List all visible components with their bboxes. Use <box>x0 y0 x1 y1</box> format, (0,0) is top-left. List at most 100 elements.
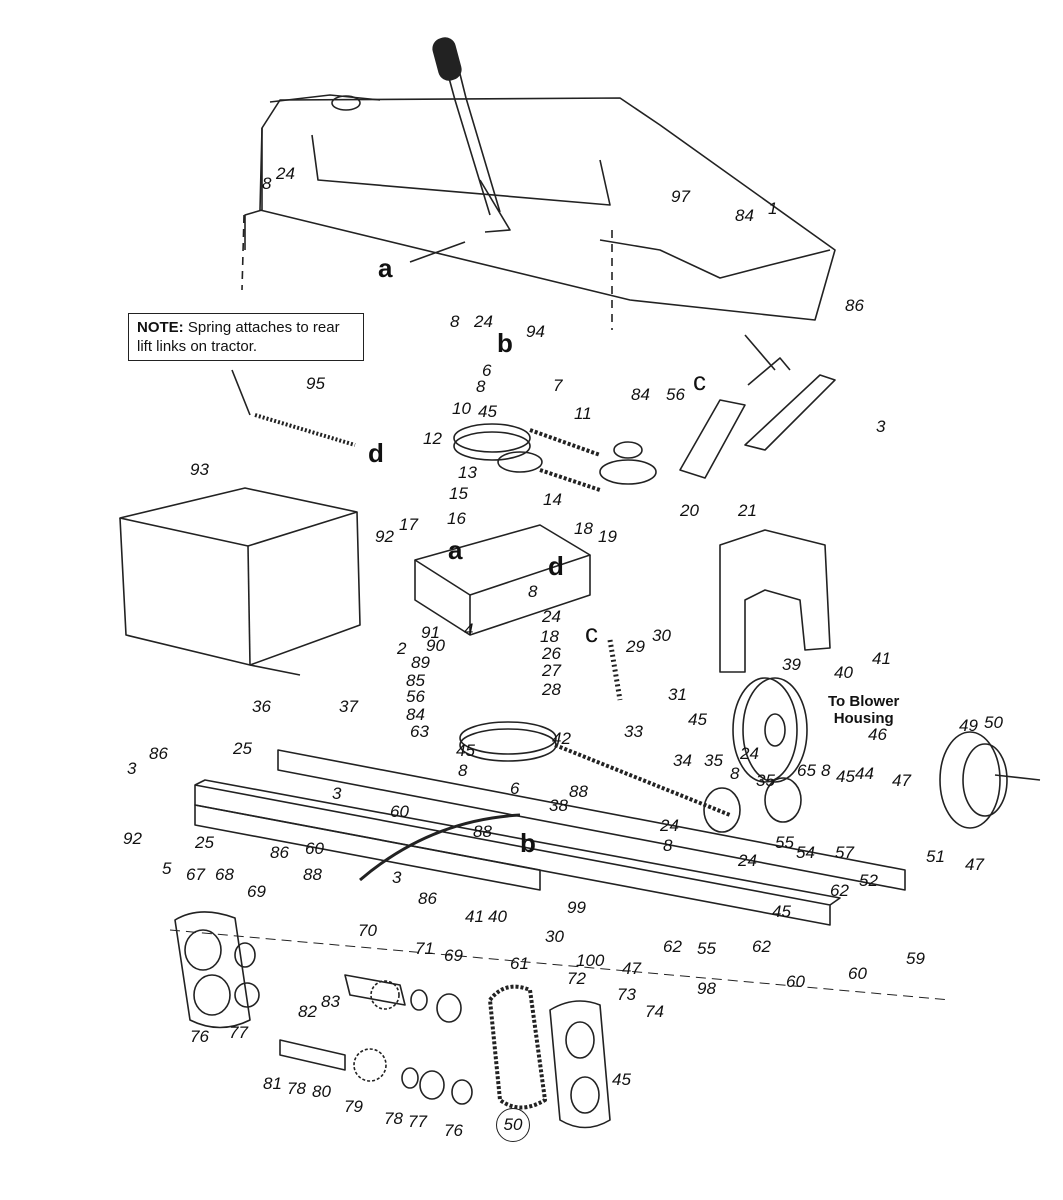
part-label: 31 <box>668 685 687 704</box>
part-label: 77 <box>229 1023 248 1042</box>
note-heading: NOTE: <box>137 319 184 336</box>
part-label: 69 <box>247 882 266 901</box>
part-label: 40 <box>488 907 507 926</box>
part-label: 12 <box>423 429 442 448</box>
part-label: 81 <box>263 1074 282 1093</box>
part-label: 18 <box>574 519 593 538</box>
part-label: 73 <box>617 985 636 1004</box>
part-label: 74 <box>645 1002 664 1021</box>
part-label: 45 <box>772 902 791 921</box>
gearbox-49 <box>939 731 1041 829</box>
part-label: 60 <box>390 802 409 821</box>
part-label: 13 <box>458 463 477 482</box>
part-label: 79 <box>344 1097 363 1116</box>
part-label: 8 <box>663 836 673 855</box>
part-label: 8 <box>476 377 486 396</box>
part-label: 26 <box>542 644 561 663</box>
part-label: 8 <box>730 764 740 783</box>
part-label: 17 <box>399 515 418 534</box>
part-label: 71 <box>415 939 434 958</box>
lift-rod <box>409 241 466 263</box>
part-label: 84 <box>735 206 754 225</box>
ref-letter: d <box>368 438 384 468</box>
drive-pulley <box>732 677 808 783</box>
callout-line2: Housing <box>833 710 894 727</box>
part-label: 45 <box>836 767 855 786</box>
part-label: 84 <box>631 385 650 404</box>
part-label: 65 <box>797 761 816 780</box>
part-label: 5 <box>162 859 172 878</box>
ref-letter: a <box>378 253 393 283</box>
part-label: 62 <box>752 937 771 956</box>
part-label: 76 <box>190 1027 209 1046</box>
part-label: 39 <box>782 655 801 674</box>
part-label: 41 <box>872 649 891 668</box>
part-label: 3 <box>392 868 402 887</box>
part-label: 24 <box>542 607 561 626</box>
part-label: 56 <box>666 385 685 404</box>
part-label: 91 <box>421 623 440 642</box>
part-label: 8 <box>262 174 272 193</box>
part-label: 77 <box>408 1112 427 1131</box>
note-text: Spring attaches to rear lift links on tr… <box>137 319 340 355</box>
part-label: 14 <box>543 490 562 509</box>
part-label: 59 <box>906 949 925 968</box>
part-label: 30 <box>545 927 564 946</box>
part-label: 3 <box>127 759 137 778</box>
spring-29 <box>607 639 623 701</box>
page-number: 50 <box>496 1108 530 1142</box>
part-label: 36 <box>252 697 271 716</box>
part-label: 84 <box>406 705 425 724</box>
spring-95 <box>231 369 356 447</box>
part-label: 7 <box>553 376 563 395</box>
part-label: 56 <box>406 687 425 706</box>
part-label: 92 <box>123 829 142 848</box>
idler-pulley-right <box>764 777 802 823</box>
part-label: 55 <box>697 939 716 958</box>
part-label: 45 <box>478 402 497 421</box>
part-label: 8 <box>528 582 538 601</box>
part-label: 51 <box>926 847 945 866</box>
part-label: 29 <box>626 637 645 656</box>
part-label: 42 <box>552 729 571 748</box>
part-label: 35 <box>704 751 723 770</box>
part-label: 89 <box>411 653 430 672</box>
part-label: 24 <box>738 851 757 870</box>
tractor-frame <box>241 94 836 330</box>
part-label: 78 <box>384 1109 403 1128</box>
part-label: 99 <box>567 898 586 917</box>
control-rod <box>359 813 521 882</box>
part-label: 40 <box>834 663 853 682</box>
part-label: 33 <box>624 722 643 741</box>
part-label: 37 <box>339 697 358 716</box>
part-label: 88 <box>569 782 588 801</box>
frame-rails <box>169 749 951 1001</box>
part-label: 24 <box>276 164 295 183</box>
part-label: 93 <box>190 460 209 479</box>
part-label: 52 <box>859 871 878 890</box>
part-label: 69 <box>444 946 463 965</box>
idler-pulley-left <box>703 787 741 833</box>
part-label: 45 <box>612 1070 631 1089</box>
part-label: 62 <box>663 937 682 956</box>
part-label: 95 <box>306 374 325 393</box>
ref-letter: d <box>548 551 564 581</box>
pulley-assembly <box>453 423 657 492</box>
part-label: 98 <box>697 979 716 998</box>
part-label: 16 <box>447 509 466 528</box>
part-label: 3 <box>332 784 342 803</box>
part-label: 38 <box>549 796 568 815</box>
part-label: 6 <box>510 779 520 798</box>
lift-lever <box>432 37 511 233</box>
part-label: 54 <box>796 843 815 862</box>
part-label: 94 <box>526 322 545 341</box>
blower-chute <box>719 529 831 673</box>
part-label: 61 <box>510 954 529 973</box>
part-label: 100 <box>576 951 605 970</box>
part-label: 46 <box>868 725 887 744</box>
part-label: 2 <box>397 639 407 658</box>
part-label: 47 <box>622 959 641 978</box>
part-label: 45 <box>688 710 707 729</box>
part-label: 57 <box>835 843 854 862</box>
